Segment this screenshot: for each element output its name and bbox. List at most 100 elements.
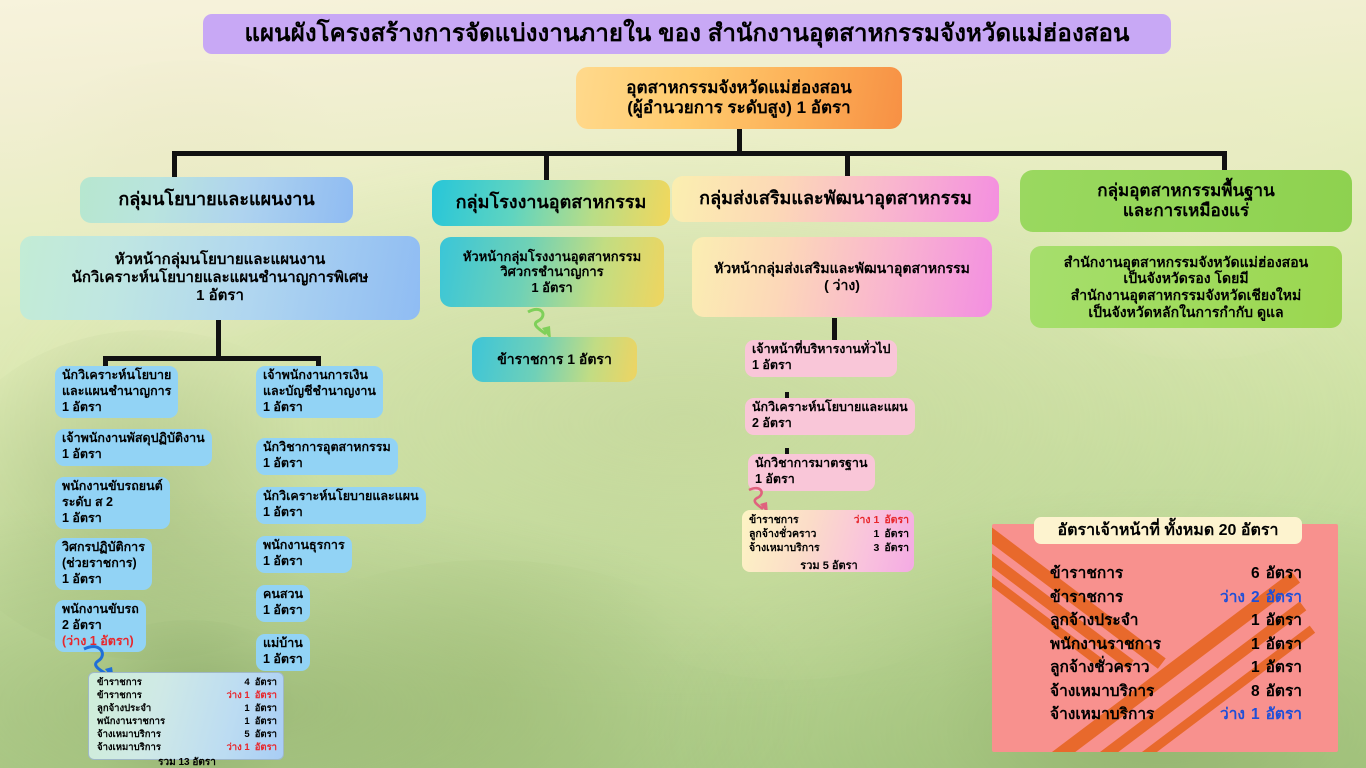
summary-label: จ้างเหมาบริการ <box>97 741 161 753</box>
staff-chip: คนสวน 1 อัตรา <box>256 585 311 622</box>
staff-chip: นักวิชาการมาตรฐาน 1 อัตรา <box>748 454 875 491</box>
total-label: พนักงานราชการ <box>1050 635 1162 653</box>
chip-line: นักวิชาการอุตสาหกรรม <box>263 440 391 454</box>
chip-line: 1 อัตรา <box>755 471 795 486</box>
chip-line: คนสวน <box>263 587 304 601</box>
background-texture-blob <box>240 560 740 768</box>
group-body-policy: หัวหน้ากลุ่มนโยบายและแผนงาน นักวิเคราะห์… <box>20 236 420 320</box>
factory-head-line2: วิศวกรชำนาญการ <box>500 264 604 280</box>
factory-head-line3: 1 อัตรา <box>531 279 573 295</box>
connector-drop-factory <box>544 151 549 183</box>
total-staff-box: ข้าราชการ 6 อัตรา ข้าราชการ ว่าง 2 อัตรา ลู… <box>992 524 1338 752</box>
chip-line: 1 อัตรา <box>62 399 102 414</box>
summary-unit: อัตรา <box>254 689 277 701</box>
chip-line: 1 อัตรา <box>263 602 303 617</box>
staff-chip: นักวิเคราะห์นโยบาย และแผนชำนาญการ 1 อัตร… <box>55 366 179 419</box>
chip-line: และแผนชำนาญการ <box>62 383 172 398</box>
chip-line: (ช่วยราชการ) <box>62 555 137 570</box>
total-unit: อัตรา <box>1265 682 1302 700</box>
staff-chip: นักวิเคราะห์นโยบายและแผน 1 อัตรา <box>256 487 426 524</box>
group-body-promotion: หัวหน้ากลุ่มส่งเสริมและพัฒนาอุตสาหกรรม (… <box>692 237 992 317</box>
total-qty: 2 <box>1250 588 1260 606</box>
summary-label: ข้าราชการ <box>97 677 142 688</box>
policy-head-line2: นักวิเคราะห์นโยบายและแผนชำนาญการพิเศษ <box>71 269 369 287</box>
chip-line: 1 อัตรา <box>62 446 102 461</box>
chip-line: และบัญชีชำนาญงาน <box>263 383 376 398</box>
summary-total: รวม 13 อัตรา <box>158 757 216 768</box>
root-node-line2: (ผู้อำนวยการ ระดับสูง) 1 อัตรา <box>627 98 851 117</box>
connector-promotion-stem <box>832 318 837 346</box>
staff-chip: เจ้าพนักงานการเงิน และบัญชีชำนาญงาน 1 อั… <box>256 366 383 419</box>
summary-unit: อัตรา <box>254 741 277 753</box>
chip-line: เจ้าพนักงานพัสดุปฏิบัติงาน <box>62 431 205 445</box>
summary-label: พนักงานราชการ <box>97 715 166 727</box>
staff-chip: พนักงานธุรการ 1 อัตรา <box>256 536 352 573</box>
basic-line2: เป็นจังหวัดรอง โดยมี <box>1123 270 1249 287</box>
chip-line: วิศกรปฏิบัติการ <box>62 540 145 554</box>
promotion-head-line2: ( ว่าง) <box>824 277 860 293</box>
basic-line1: สำนักงานอุตสาหกรรมจังหวัดแม่ฮ่องสอน <box>1063 253 1309 270</box>
summary-qty: ว่าง 1 <box>853 514 880 526</box>
total-label: ลูกจ้างชั่วคราว <box>1050 659 1150 677</box>
staff-chip: เจ้าพนักงานพัสดุปฏิบัติงาน 1 อัตรา <box>55 429 212 466</box>
connector-drop-policy <box>172 151 177 177</box>
chip-line: พนักงานขับรถยนต์ <box>62 479 163 493</box>
chip-line: พนักงานขับรถ <box>62 602 139 616</box>
total-label: ลูกจ้างประจำ <box>1050 612 1139 630</box>
basic-line4: เป็นจังหวัดหลักในการกำกับ ดูแล <box>1088 303 1284 320</box>
summary-unit: อัตรา <box>884 542 909 555</box>
staff-chip: เจ้าหน้าที่บริหารงานทั่วไป 1 อัตรา <box>745 340 898 377</box>
root-node: อุตสาหกรรมจังหวัดแม่ฮ่องสอน (ผู้อำนวยการ… <box>576 67 902 129</box>
summary-unit: อัตรา <box>884 514 909 526</box>
chip-line-vacant: (ว่าง 1 อัตรา) <box>62 633 134 648</box>
summary-qty: ว่าง 1 <box>226 741 250 753</box>
chip-line: 1 อัตรา <box>263 455 303 470</box>
chip-line: 1 อัตรา <box>752 357 792 372</box>
connector-policy-stem <box>216 318 221 361</box>
chip-line: เจ้าพนักงานการเงิน <box>263 368 368 382</box>
chip-line: 1 อัตรา <box>263 651 303 666</box>
staff-chip: พนักงานขับรถยนต์ ระดับ ส 2 1 อัตรา <box>55 477 170 530</box>
total-vacant-word: ว่าง <box>1219 588 1245 606</box>
summary-unit: อัตรา <box>254 715 277 727</box>
total-label: จ้างเหมาบริการ <box>1050 706 1155 724</box>
factory-staff-box: ข้าราชการ 1 อัตรา <box>472 337 637 382</box>
chip-line: 1 อัตรา <box>62 571 102 586</box>
chip-line: 1 อัตรา <box>263 504 303 519</box>
total-label: ข้าราชการ <box>1050 588 1124 606</box>
total-unit: อัตรา <box>1265 565 1302 582</box>
connector-drop-basic <box>1222 151 1227 170</box>
summary-unit: อัตรา <box>884 528 909 541</box>
chip-line: 1 อัตรา <box>263 399 303 414</box>
summary-unit: อัตรา <box>254 677 277 688</box>
total-qty: 1 <box>1250 659 1260 677</box>
summary-label: จ้างเหมาบริการ <box>749 542 820 555</box>
total-label: ข้าราชการ <box>1050 565 1124 582</box>
basic-line3: สำนักงานอุตสาหกรรมจังหวัดเชียงใหม่ <box>1070 287 1302 303</box>
chip-line: นักวิเคราะห์นโยบาย <box>62 368 172 382</box>
promotion-head-line1: หัวหน้ากลุ่มส่งเสริมและพัฒนาอุตสาหกรรม <box>714 260 970 277</box>
connector-drop-promotion <box>845 151 850 176</box>
total-qty: 6 <box>1250 565 1260 582</box>
summary-unit: อัตรา <box>254 702 277 714</box>
summary-unit: อัตรา <box>254 728 277 740</box>
total-rows: ข้าราชการ 6 อัตรา ข้าราชการ ว่าง 2 อัตรา ลู… <box>1050 562 1302 727</box>
root-node-line1: อุตสาหกรรมจังหวัดแม่ฮ่องสอน <box>626 77 852 97</box>
summary-label: ลูกจ้างประจำ <box>97 702 152 714</box>
connector-policy-bar <box>103 356 321 361</box>
connector-policy-right <box>316 356 321 368</box>
chip-line: พนักงานธุรการ <box>263 538 345 552</box>
summary-qty: 4 <box>244 677 250 688</box>
chip-line: 2 อัตรา <box>752 415 792 430</box>
policy-head-line3: 1 อัตรา <box>196 286 244 304</box>
